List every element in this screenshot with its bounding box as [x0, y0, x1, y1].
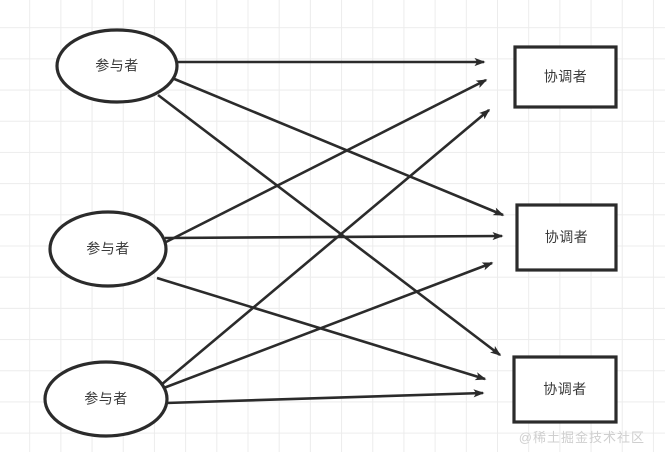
node-participant-3[interactable]: 参与者	[43, 360, 169, 438]
node-coordinator-2[interactable]: 协调者	[515, 203, 618, 272]
coordinator-2-rect-shape	[515, 203, 618, 272]
edge-arrow-participant-3-to-coordinator-1	[160, 109, 491, 386]
node-participant-1[interactable]: 参与者	[55, 28, 179, 104]
edge-arrow-participant-3-to-coordinator-2	[160, 261, 494, 391]
node-coordinator-3[interactable]: 协调者	[512, 355, 618, 424]
participant-3-ellipse-shape	[43, 360, 169, 438]
participant-1-ellipse-shape	[55, 28, 179, 104]
edge-arrow-participant-3-to-coordinator-3	[165, 389, 485, 405]
coordinator-3-label: 协调者	[543, 381, 587, 397]
coordinator-2-label: 协调者	[545, 229, 589, 245]
coordinator-1-label: 协调者	[544, 69, 588, 85]
participant-1-label: 参与者	[95, 58, 139, 74]
node-participant-2[interactable]: 参与者	[48, 210, 168, 288]
coordinator-1-rect-shape	[513, 45, 618, 109]
participant-3-label: 参与者	[84, 391, 128, 407]
participant-2-ellipse-shape	[48, 210, 168, 288]
edge-arrow-participant-1-to-coordinator-2	[171, 76, 505, 217]
watermark-label: @稀土掘金技术社区	[518, 430, 645, 445]
node-coordinator-1[interactable]: 协调者	[513, 45, 618, 109]
participant-2-label: 参与者	[86, 241, 130, 257]
edges-group	[156, 57, 505, 405]
edge-arrow-participant-2-to-coordinator-2	[164, 231, 504, 241]
edge-arrow-participant-1-to-coordinator-3	[157, 93, 502, 357]
edge-arrow-participant-2-to-coordinator-1	[163, 78, 488, 245]
coordinator-3-rect-shape	[512, 355, 618, 424]
